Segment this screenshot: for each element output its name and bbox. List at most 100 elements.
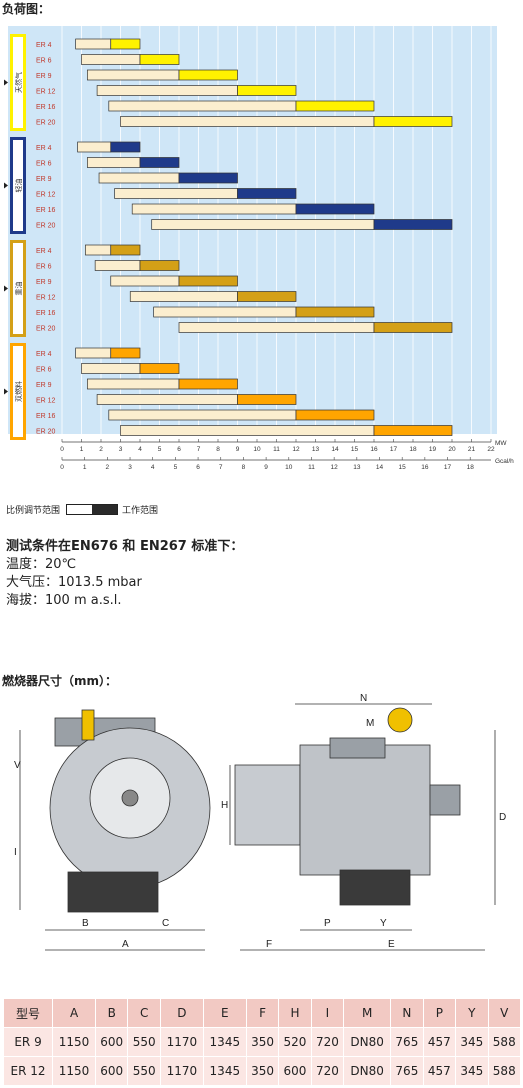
test-condition-pressure: 大气压：1013.5 mbar	[6, 575, 142, 590]
x-tick-label-mw: 4	[138, 446, 142, 453]
table-cell: 720	[311, 1028, 344, 1056]
bar-proportional	[131, 203, 297, 215]
model-label: ER 6	[36, 367, 52, 374]
bar-working	[295, 409, 375, 421]
x-tick-label-gcal: 11	[308, 464, 315, 471]
model-label: ER 16	[36, 207, 56, 214]
table-cell: 520	[279, 1028, 311, 1056]
x-tick-label-mw: 15	[351, 446, 359, 453]
bar-proportional	[85, 244, 112, 256]
bar-working	[110, 244, 141, 256]
table-cell: 1170	[160, 1028, 203, 1056]
table-cell: 1170	[160, 1057, 203, 1085]
bar-proportional	[75, 38, 112, 50]
model-label: ER 16	[36, 310, 56, 317]
bar-working	[139, 260, 180, 271]
table-cell: 550	[128, 1028, 160, 1056]
table-cell: ER 9	[4, 1028, 53, 1056]
side-view-pump	[429, 784, 461, 816]
front-view-hub	[121, 789, 139, 807]
table-cell: 600	[96, 1057, 128, 1085]
bar-proportional	[151, 219, 375, 230]
x-tick-label-mw: 12	[292, 446, 300, 453]
table-cell: 1345	[203, 1057, 246, 1085]
test-conditions-heading: 测试条件在EN676 和 EN267 标准下：	[6, 539, 244, 554]
x-tick-label-mw: 9	[236, 446, 240, 453]
x-tick-label-mw: 11	[273, 446, 280, 453]
model-label: ER 20	[36, 429, 56, 436]
model-label: ER 16	[36, 413, 56, 420]
x-tick-label-gcal: 12	[331, 464, 339, 471]
bar-working	[110, 38, 141, 50]
fuel-group-label: 双燃料	[14, 381, 23, 402]
table-cell: 588	[488, 1057, 520, 1085]
table-cell: DN80	[344, 1057, 391, 1085]
x-tick-label-mw: 19	[429, 446, 437, 453]
model-label: ER 9	[36, 176, 52, 183]
dim-label-f: F	[266, 939, 272, 950]
x-tick-label-gcal: 5	[174, 464, 178, 471]
model-label: ER 4	[36, 42, 52, 49]
fuel-group-marker	[4, 182, 8, 189]
fuel-group-label-box	[13, 37, 23, 128]
x-tick-label-mw: 0	[60, 446, 64, 453]
x-tick-label-gcal: 17	[444, 464, 452, 471]
bar-working	[178, 172, 238, 184]
bar-proportional	[129, 291, 238, 302]
table-cell: M	[344, 999, 391, 1027]
table-cell: B	[96, 999, 128, 1027]
table-cell: I	[311, 999, 344, 1027]
bar-proportional	[110, 275, 180, 287]
x-tick-label-mw: 20	[448, 446, 456, 453]
x-tick-label-mw: 16	[370, 446, 378, 453]
fuel-group-marker	[4, 79, 8, 86]
model-label: ER 20	[36, 326, 56, 333]
table-cell: C	[128, 999, 160, 1027]
x-tick-label-mw: 7	[197, 446, 201, 453]
table-cell: 350	[246, 1028, 279, 1056]
x-tick-label-gcal: 4	[151, 464, 155, 471]
dim-label-d: D	[499, 812, 506, 823]
x-axis-unit-gcal: Gcal/h	[495, 458, 514, 465]
bar-proportional	[81, 363, 141, 374]
table-cell: 600	[279, 1057, 311, 1085]
table-cell: V	[488, 999, 520, 1027]
table-cell: 1150	[53, 1028, 96, 1056]
x-tick-label-gcal: 13	[353, 464, 361, 471]
dim-label-b: B	[82, 918, 89, 929]
dim-label-c: C	[162, 918, 169, 929]
table-cell: ER 12	[4, 1057, 53, 1085]
fuel-group-label-box	[13, 243, 23, 334]
bar-working	[139, 54, 180, 65]
model-label: ER 4	[36, 351, 52, 358]
model-label: ER 9	[36, 382, 52, 389]
side-view-gas-pipe	[329, 737, 386, 759]
table-cell: 457	[423, 1057, 456, 1085]
table-cell: 765	[391, 1057, 423, 1085]
bar-working	[178, 275, 238, 287]
bar-proportional	[81, 54, 141, 65]
side-view-valve-flange	[387, 707, 413, 733]
bar-working	[110, 141, 141, 153]
x-tick-label-mw: 6	[177, 446, 181, 453]
legend-working-label: 工作范围	[122, 506, 159, 516]
x-tick-label-mw: 14	[331, 446, 339, 453]
dim-label-n: N	[360, 693, 367, 704]
table-cell: 457	[423, 1028, 456, 1056]
dim-label-y: Y	[380, 918, 387, 929]
model-label: ER 12	[36, 89, 56, 96]
bar-working	[295, 203, 375, 215]
bar-proportional	[114, 188, 238, 199]
x-tick-label-mw: 2	[99, 446, 103, 453]
x-tick-label-mw: 5	[158, 446, 162, 453]
x-tick-label-mw: 18	[409, 446, 417, 453]
bar-working	[295, 306, 375, 318]
bar-proportional	[86, 69, 180, 81]
model-label: ER 4	[36, 248, 52, 255]
bar-working	[373, 322, 453, 333]
chart-legend: 比例调节范围 工作范围	[6, 503, 158, 516]
bar-working	[139, 157, 180, 168]
x-tick-label-mw: 1	[80, 446, 84, 453]
